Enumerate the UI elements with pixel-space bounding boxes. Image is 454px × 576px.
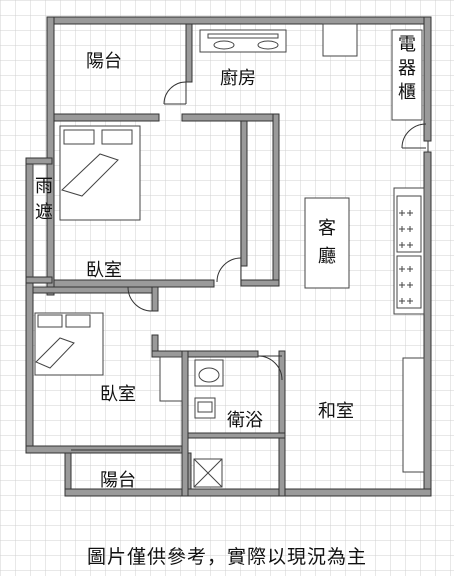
label-japanese-room: 和室	[318, 401, 354, 422]
sofa-pattern	[399, 210, 413, 304]
label-appliance-cabinet: 電器櫃	[398, 34, 416, 103]
label-bathroom: 衛浴	[227, 410, 263, 431]
disclaimer-caption: 圖片僅供參考，實際以現況為主	[86, 546, 367, 568]
coffee-table	[304, 197, 350, 289]
desk	[159, 356, 183, 402]
label-kitchen: 廚房	[220, 67, 256, 89]
label-balcony-top: 陽台	[86, 51, 122, 72]
furniture	[32, 23, 425, 488]
label-bedroom-top: 臥室	[86, 260, 122, 281]
appliance-cabinet	[391, 29, 423, 121]
door-swings	[71, 81, 429, 451]
label-living-room: 客廳	[318, 218, 336, 267]
refrigerator	[322, 23, 358, 57]
wardrobe	[402, 357, 425, 473]
label-rain-shelter: 雨遮	[35, 176, 53, 223]
label-balcony-bottom: 陽台	[100, 470, 136, 491]
label-bedroom-bottom: 臥室	[100, 384, 136, 405]
